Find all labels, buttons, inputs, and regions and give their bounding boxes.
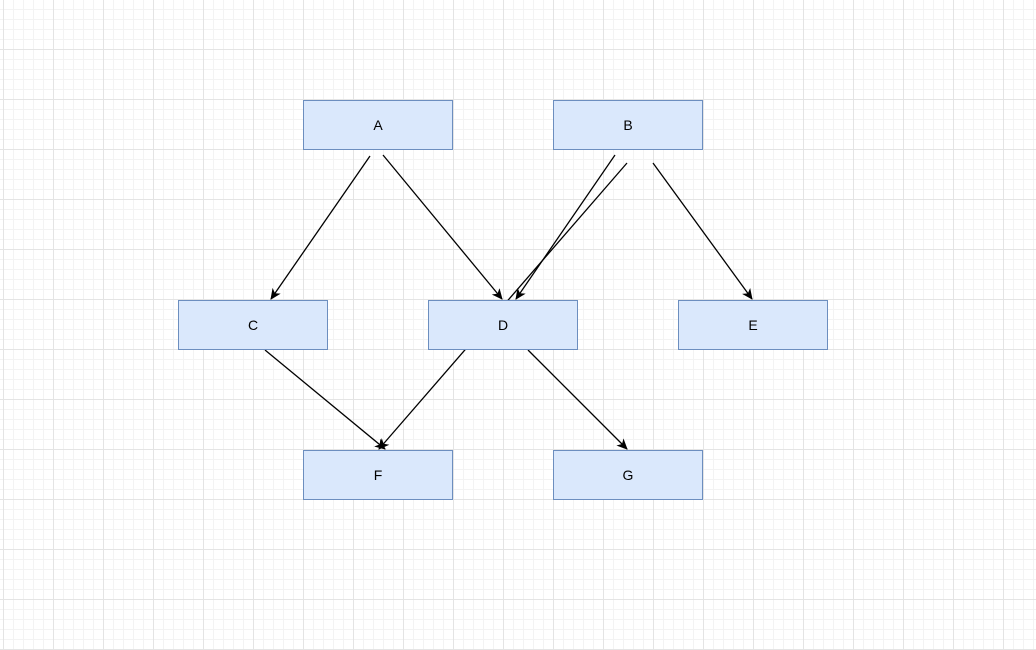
node-a-label: A bbox=[373, 117, 383, 133]
edge-c-to-f[interactable] bbox=[264, 349, 386, 450]
node-g[interactable]: G bbox=[553, 450, 703, 500]
edge-d-to-g[interactable] bbox=[527, 349, 628, 450]
edge-b-to-d[interactable] bbox=[515, 154, 616, 300]
node-b[interactable]: B bbox=[553, 100, 703, 150]
node-f-label: F bbox=[373, 467, 383, 483]
node-b-label: B bbox=[623, 117, 633, 133]
node-e[interactable]: E bbox=[678, 300, 828, 350]
edge-b-to-e[interactable] bbox=[652, 162, 753, 300]
node-a[interactable]: A bbox=[303, 100, 453, 150]
node-c[interactable]: C bbox=[178, 300, 328, 350]
node-f[interactable]: F bbox=[303, 450, 453, 500]
edge-a-to-d[interactable] bbox=[382, 154, 503, 300]
node-d[interactable]: D bbox=[428, 300, 578, 350]
node-g-label: G bbox=[622, 467, 634, 483]
node-e-label: E bbox=[748, 317, 758, 333]
node-c-label: C bbox=[247, 317, 259, 333]
node-d-label: D bbox=[497, 317, 509, 333]
edge-a-to-c[interactable] bbox=[270, 155, 371, 300]
